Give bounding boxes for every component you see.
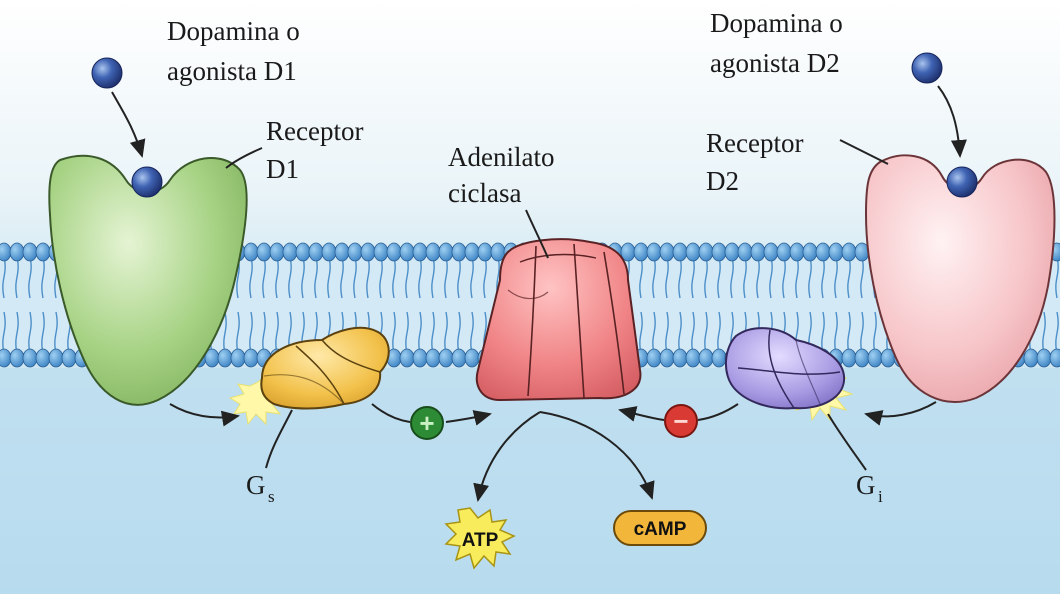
lipid-head-outer (361, 243, 375, 261)
lipid-head-outer (270, 243, 284, 261)
lipid-head-inner (647, 349, 661, 367)
lipid-head-outer (660, 243, 674, 261)
lipid-head-outer (322, 243, 336, 261)
camp-label: cAMP (634, 519, 687, 540)
lipid-head-outer (244, 243, 258, 261)
lipid-head-outer (23, 243, 37, 261)
lipid-head-inner (49, 349, 63, 367)
lipid-head-inner (452, 349, 466, 367)
lipid-head-outer (829, 243, 843, 261)
ligand-d2-free (912, 53, 942, 83)
lipid-head-outer (296, 243, 310, 261)
inhibit-sign: − (665, 405, 697, 437)
ligand-d1-bound (132, 167, 162, 197)
enzyme-label-line1: Adenilato (448, 142, 554, 172)
lipid-head-inner (400, 349, 414, 367)
lipid-head-outer (686, 243, 700, 261)
gi-label-sub: i (878, 487, 883, 506)
lipid-head-inner (23, 349, 37, 367)
lipid-head-outer (777, 243, 791, 261)
lipid-head-outer (465, 243, 479, 261)
adenylyl-cyclase (477, 239, 641, 400)
lipid-head-outer (634, 243, 648, 261)
lipid-head-outer (335, 243, 349, 261)
lipid-head-outer (309, 243, 323, 261)
camp-capsule: cAMP (614, 511, 706, 545)
ligand-d1-label-line1: Dopamina o (167, 16, 300, 46)
lipid-head-inner (244, 349, 258, 367)
lipid-head-outer (673, 243, 687, 261)
lipid-head-outer (478, 243, 492, 261)
lipid-head-outer (36, 243, 50, 261)
lipid-head-inner (855, 349, 869, 367)
lipid-head-inner (712, 349, 726, 367)
lipid-head-outer (712, 243, 726, 261)
lipid-head-outer (0, 243, 11, 261)
inhibit-sign-text: − (673, 406, 688, 436)
lipid-head-outer (348, 243, 362, 261)
gs-label-sub: s (268, 487, 275, 506)
lipid-head-outer (647, 243, 661, 261)
lipid-head-inner (868, 349, 882, 367)
lipid-head-outer (816, 243, 830, 261)
ligand-d2-label-line2: agonista D2 (710, 48, 840, 78)
stimulate-sign-text: + (419, 408, 434, 438)
lipid-head-outer (400, 243, 414, 261)
lipid-head-inner (0, 349, 11, 367)
lipid-head-outer (699, 243, 713, 261)
lipid-head-outer (764, 243, 778, 261)
gi-label-main: G (856, 470, 876, 500)
lipid-head-inner (660, 349, 674, 367)
lipid-head-outer (725, 243, 739, 261)
lipid-head-inner (36, 349, 50, 367)
receptor-d1-label-line2: D1 (266, 154, 299, 184)
lipid-head-outer (751, 243, 765, 261)
ligand-d2-bound (947, 167, 977, 197)
lipid-head-inner (1037, 349, 1051, 367)
lipid-head-outer (10, 243, 24, 261)
receptor-d1-label-line1: Receptor (266, 116, 363, 146)
lipid-head-inner (231, 349, 245, 367)
lipid-head-outer (790, 243, 804, 261)
receptor-d2-label-line1: Receptor (706, 128, 803, 158)
lipid-head-inner (218, 349, 232, 367)
cytoplasm (0, 368, 1060, 594)
lipid-head-outer (452, 243, 466, 261)
lipid-head-inner (842, 349, 856, 367)
ligand-d1-label-line2: agonista D1 (167, 56, 297, 86)
lipid-head-outer (413, 243, 427, 261)
lipid-head-outer (426, 243, 440, 261)
lipid-head-inner (1024, 349, 1038, 367)
gs-label-main: G (246, 470, 266, 500)
lipid-head-inner (699, 349, 713, 367)
enzyme-label-line2: ciclasa (448, 178, 521, 208)
lipid-head-inner (426, 349, 440, 367)
lipid-head-outer (374, 243, 388, 261)
lipid-head-inner (413, 349, 427, 367)
lipid-head-inner (673, 349, 687, 367)
lipid-head-outer (439, 243, 453, 261)
lipid-head-outer (257, 243, 271, 261)
lipid-head-outer (842, 243, 856, 261)
lipid-head-outer (283, 243, 297, 261)
lipid-head-outer (738, 243, 752, 261)
atp-label: ATP (462, 530, 499, 551)
lipid-head-inner (439, 349, 453, 367)
lipid-head-inner (465, 349, 479, 367)
lipid-head-inner (62, 349, 76, 367)
ligand-d1-free (92, 58, 122, 88)
stimulate-sign: + (411, 407, 443, 439)
lipid-head-inner (10, 349, 24, 367)
ligand-d2-label-line1: Dopamina o (710, 8, 843, 38)
lipid-head-outer (803, 243, 817, 261)
lipid-head-outer (387, 243, 401, 261)
receptor-d2-label-line2: D2 (706, 166, 739, 196)
lipid-head-inner (686, 349, 700, 367)
